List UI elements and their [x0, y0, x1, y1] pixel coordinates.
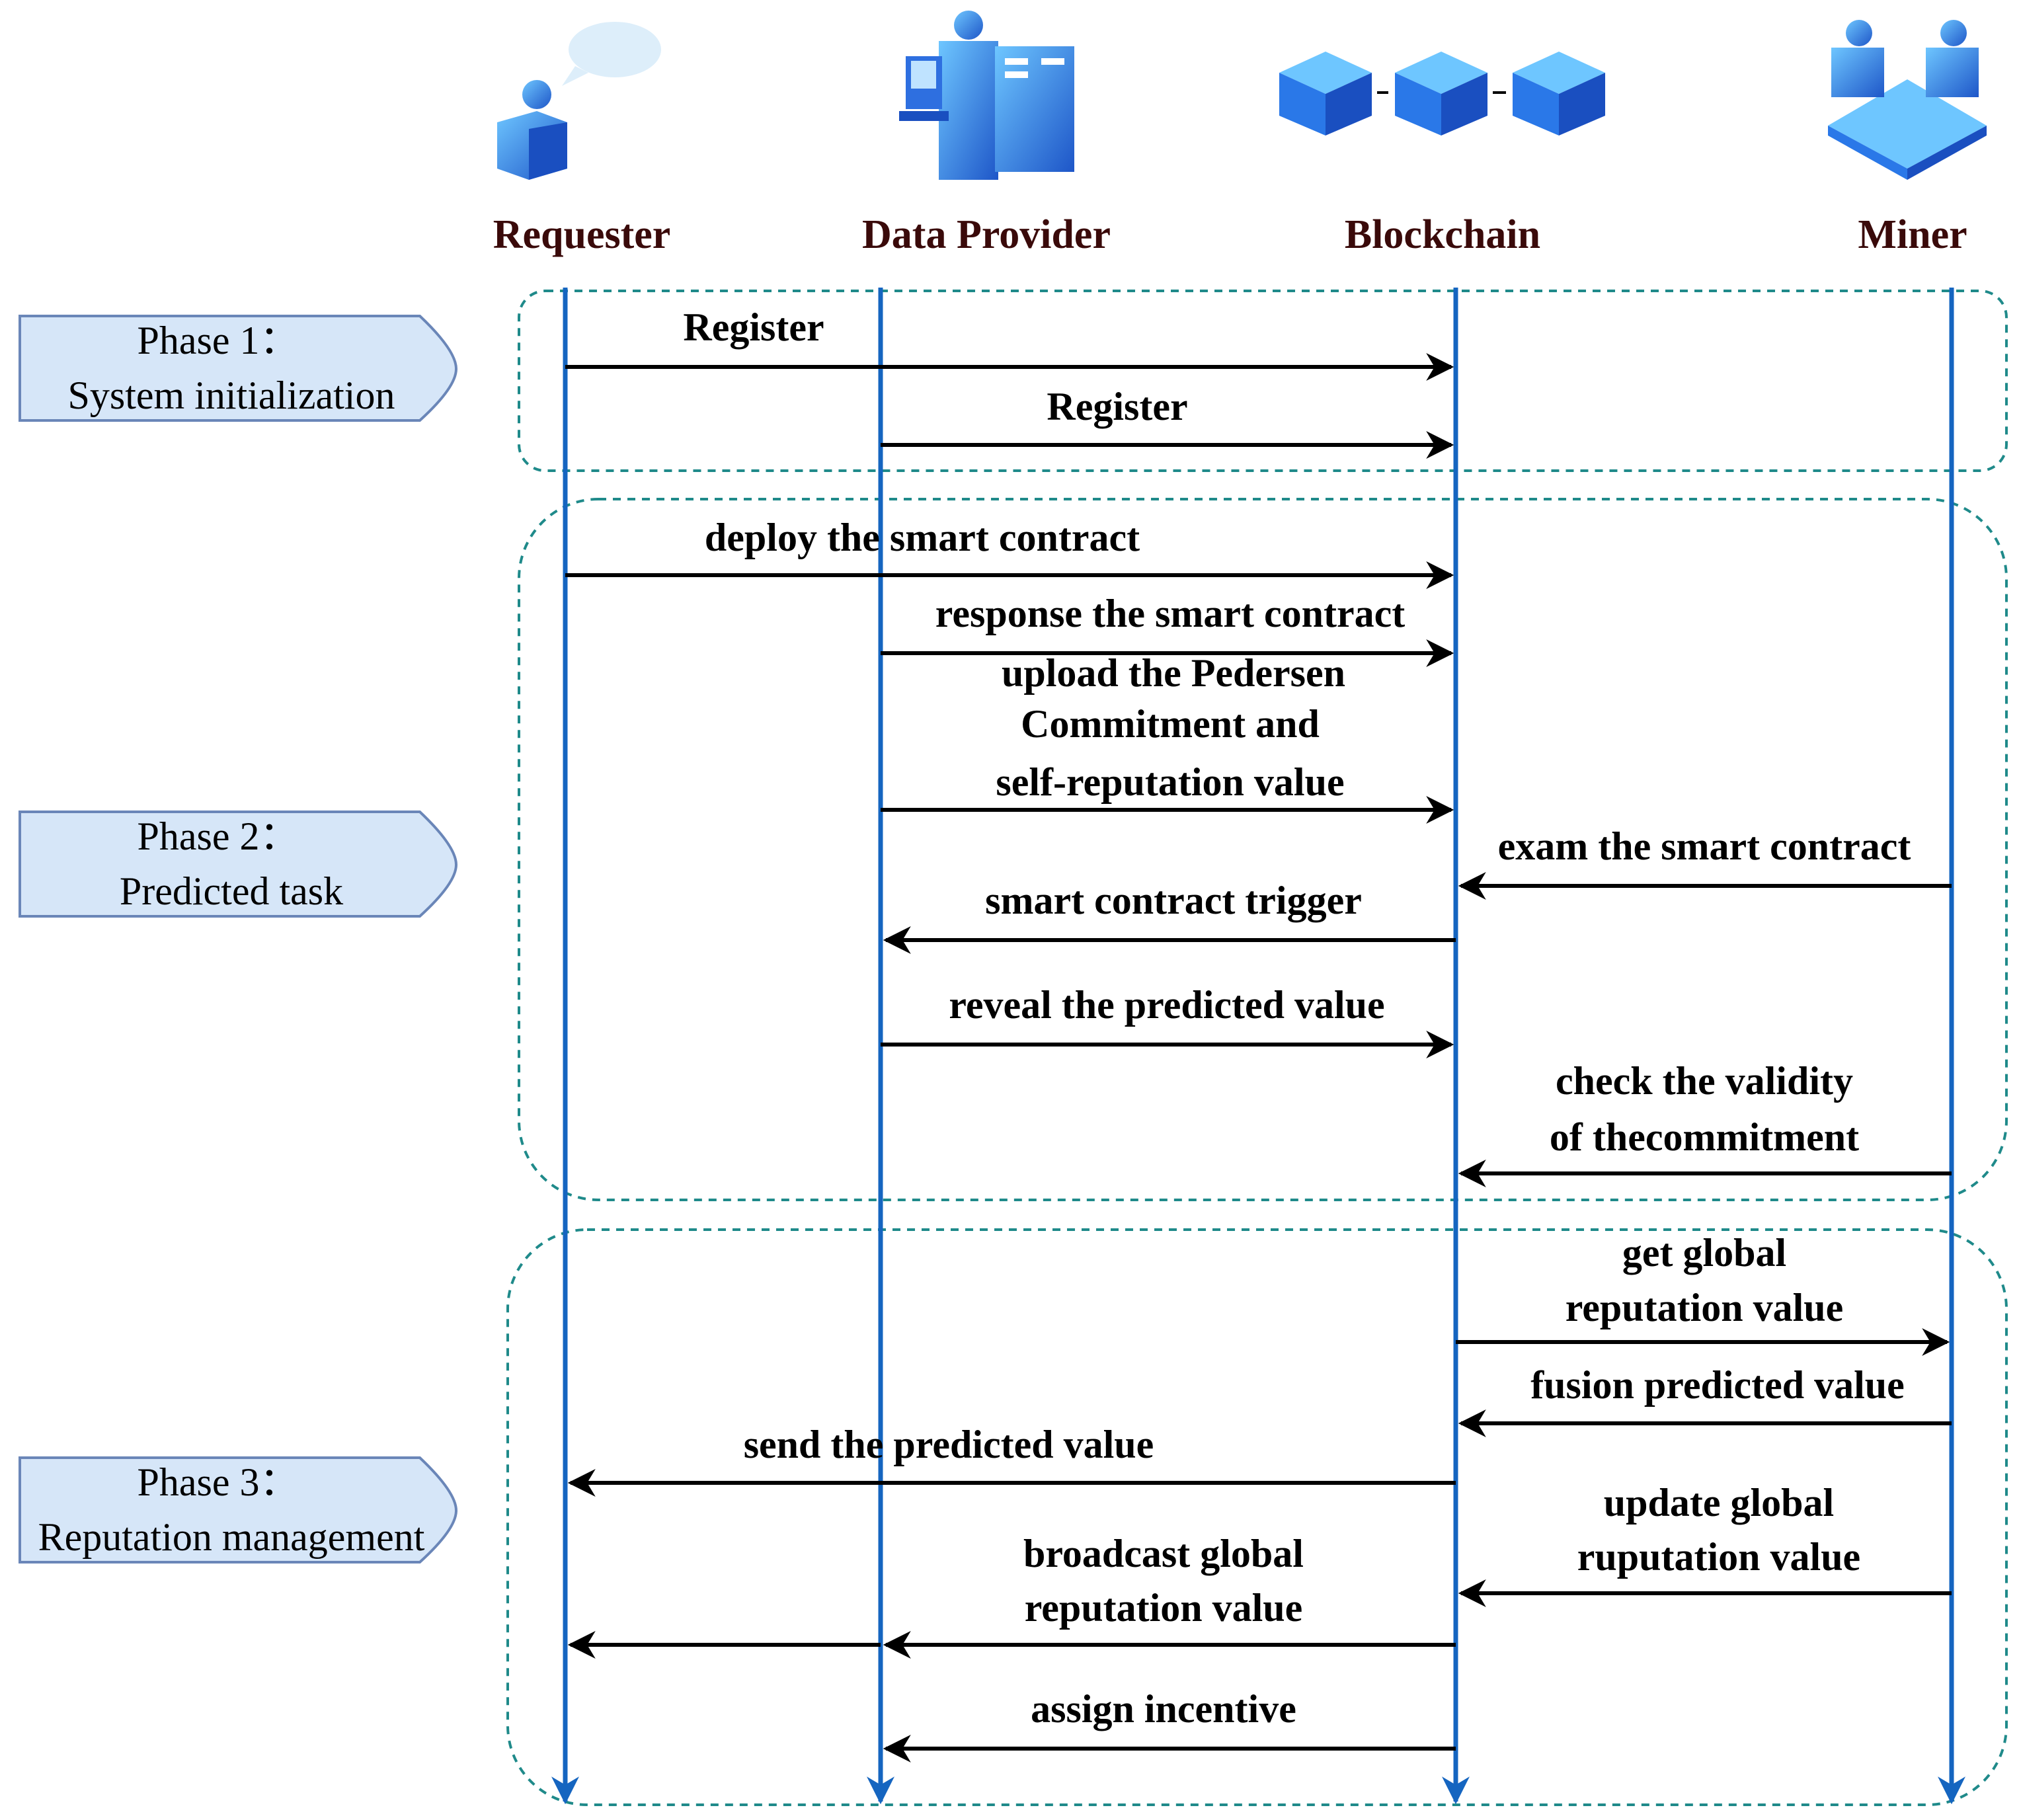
- message-label: reputation value: [1565, 1286, 1844, 1329]
- phase-1-subtitle: System initialization: [68, 374, 395, 417]
- phase-tag-3: Phase 3： Reputation management: [19, 1456, 458, 1563]
- message-label: self-reputation value: [996, 760, 1344, 804]
- phase-1-title: Phase 1：: [138, 319, 299, 362]
- message-label: response the smart contract: [935, 592, 1405, 635]
- message-label: reputation value: [1025, 1586, 1303, 1630]
- message-label: exam the smart contract: [1498, 824, 1911, 868]
- phase-tag-2: Phase 2： Predicted task: [19, 811, 458, 918]
- message-label: Register: [683, 305, 824, 349]
- message-label: Register: [1047, 385, 1187, 428]
- message-label: update global: [1604, 1481, 1834, 1524]
- message-label: reveal the predicted value: [949, 983, 1384, 1027]
- message-label: Commitment and: [1021, 702, 1320, 746]
- message-label: get global: [1622, 1231, 1786, 1275]
- message-label: deploy the smart contract: [705, 516, 1140, 559]
- message-label: smart contract trigger: [985, 879, 1362, 922]
- message-label: broadcast global: [1023, 1532, 1304, 1575]
- requester-person-icon: [497, 22, 661, 180]
- message-label: send the predicted value: [744, 1423, 1154, 1466]
- message-label: check the validity: [1556, 1059, 1853, 1103]
- data-provider-server-icon: [899, 11, 1074, 180]
- actor-label-data-provider: Data Provider: [862, 212, 1111, 257]
- phase-2-subtitle: Predicted task: [120, 869, 343, 913]
- message-label: upload the Pedersen: [1002, 651, 1345, 695]
- phase-3-subtitle: Reputation management: [38, 1515, 425, 1559]
- phase2-region: [518, 498, 2008, 1201]
- blockchain-cubes-icon: [1279, 52, 1605, 136]
- message-label: fusion predicted value: [1530, 1363, 1905, 1407]
- miner-platform-icon: [1828, 20, 1987, 180]
- message-label: of thecommitment: [1550, 1115, 1859, 1159]
- phase3-region: [506, 1228, 2008, 1806]
- message-label: ruputation value: [1577, 1535, 1860, 1579]
- actor-label-miner: Miner: [1858, 212, 1967, 257]
- phase-3-title: Phase 3：: [138, 1460, 299, 1504]
- message-label: assign incentive: [1031, 1687, 1296, 1731]
- actor-label-blockchain: Blockchain: [1345, 212, 1540, 257]
- phase-2-title: Phase 2：: [138, 814, 299, 858]
- phase1-region: [518, 290, 2008, 472]
- phase-tag-1: Phase 1： System initialization: [19, 315, 458, 422]
- actor-label-requester: Requester: [493, 212, 671, 257]
